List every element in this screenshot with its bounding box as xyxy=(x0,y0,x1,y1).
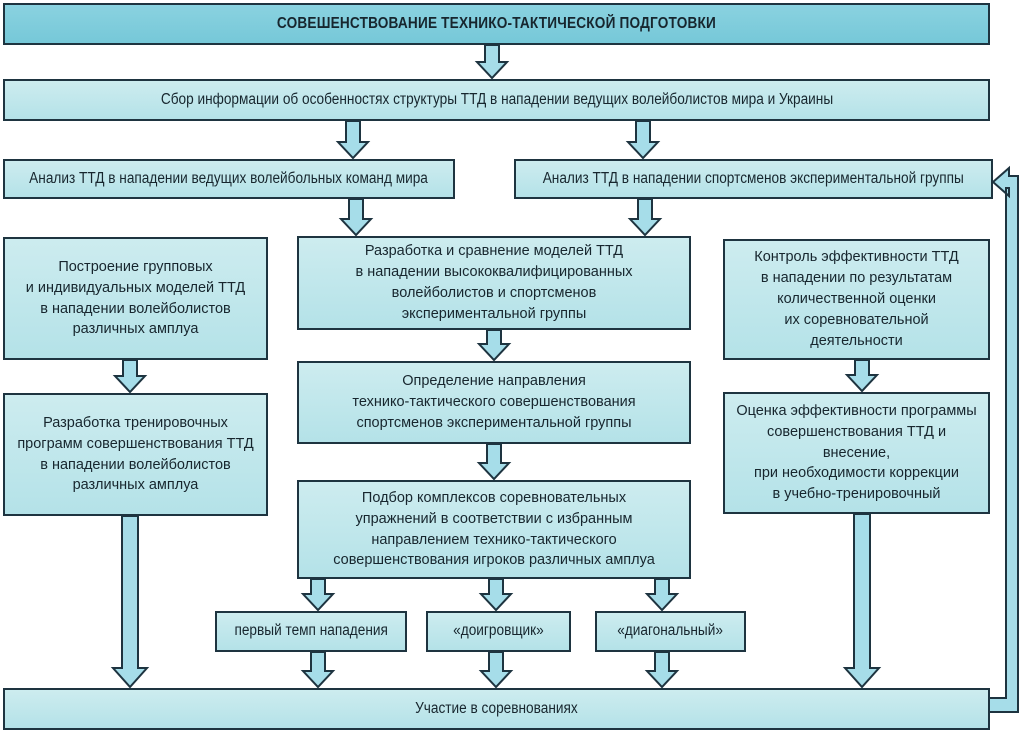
node-control-effectiveness-label: Контроль эффективности ТТД в нападении п… xyxy=(754,249,959,349)
node-training-programs-label: Разработка тренировочных программ соверш… xyxy=(17,414,254,494)
node-opposite-hitter: «диагональный» xyxy=(595,611,746,652)
node-group-models: Построение групповых и индивидуальных мо… xyxy=(3,237,268,360)
node-direction-label: Определение направления технико-тактичес… xyxy=(352,373,636,431)
flow-arrow-down xyxy=(625,120,661,160)
node-first-tempo: первый темп нападения xyxy=(215,611,407,652)
flow-arrow-down xyxy=(335,120,371,160)
flow-arrow-down xyxy=(300,578,336,612)
flow-arrow-down xyxy=(478,651,514,689)
flow-arrow-down xyxy=(627,198,663,237)
flow-arrow-down xyxy=(110,515,150,689)
flow-arrow-down xyxy=(474,44,510,80)
node-model-compare-label: Разработка и сравнение моделей ТТД в нап… xyxy=(355,243,633,322)
flow-arrow-down xyxy=(112,359,148,394)
flow-arrow-down xyxy=(644,651,680,689)
flow-arrow-down xyxy=(844,359,880,393)
node-first-tempo-label: первый темп нападения xyxy=(234,622,388,640)
node-exercise-selection-label: Подбор комплексов соревновательных упраж… xyxy=(333,489,655,569)
node-training-programs: Разработка тренировочных программ соверш… xyxy=(3,393,268,516)
node-participation-label: Участие в соревнованиях xyxy=(415,699,578,717)
feedback-arrow-left xyxy=(988,165,1019,713)
node-exercise-selection: Подбор комплексов соревновательных упраж… xyxy=(297,480,691,579)
flow-arrow-down xyxy=(478,578,514,612)
node-title: СОВЕШЕНСТВОВАНИЕ ТЕХНИКО-ТАКТИЧЕСКОЙ ПОД… xyxy=(3,3,990,45)
node-analysis-world-label: Анализ ТТД в нападении ведущих волейболь… xyxy=(29,169,429,187)
node-outside-hitter-label: «доигровщик» xyxy=(453,622,544,640)
node-group-models-label: Построение групповых и индивидуальных мо… xyxy=(25,258,246,338)
flow-arrow-down xyxy=(338,198,374,237)
node-opposite-hitter-label: «диагональный» xyxy=(617,622,724,640)
node-analysis-world: Анализ ТТД в нападении ведущих волейболь… xyxy=(3,159,455,199)
flow-arrow-down xyxy=(476,329,512,362)
node-analysis-experimental-label: Анализ ТТД в нападении спортсменов экспе… xyxy=(542,169,965,187)
node-collect-info: Сбор информации об особенностях структур… xyxy=(3,79,990,121)
node-outside-hitter: «доигровщик» xyxy=(426,611,571,652)
node-program-evaluation: Оценка эффективности программы совершенс… xyxy=(723,392,990,514)
node-collect-info-label: Сбор информации об особенностях структур… xyxy=(160,90,833,108)
node-participation: Участие в соревнованиях xyxy=(3,688,990,730)
node-direction: Определение направления технико-тактичес… xyxy=(297,361,691,444)
flow-arrow-down xyxy=(644,578,680,612)
node-analysis-experimental: Анализ ТТД в нападении спортсменов экспе… xyxy=(514,159,993,199)
node-title-label: СОВЕШЕНСТВОВАНИЕ ТЕХНИКО-ТАКТИЧЕСКОЙ ПОД… xyxy=(276,14,717,32)
flow-arrow-down xyxy=(476,443,512,481)
flow-arrow-down xyxy=(842,513,882,689)
node-program-evaluation-label: Оценка эффективности программы совершенс… xyxy=(736,402,977,503)
node-control-effectiveness: Контроль эффективности ТТД в нападении п… xyxy=(723,239,990,360)
node-model-compare: Разработка и сравнение моделей ТТД в нап… xyxy=(297,236,691,330)
flow-arrow-down xyxy=(300,651,336,689)
